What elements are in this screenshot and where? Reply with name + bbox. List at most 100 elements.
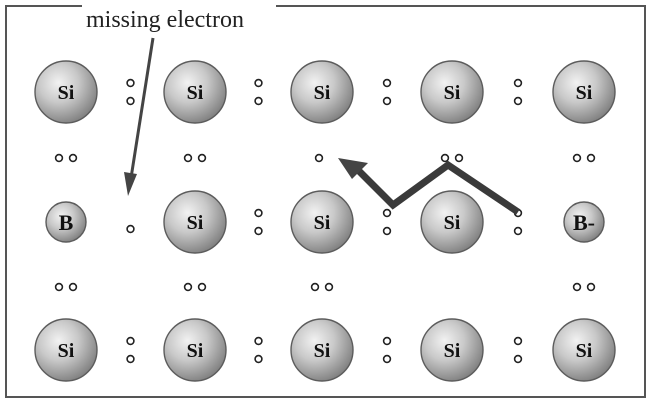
horizontal-bond [126,336,135,364]
electron-dot [382,354,392,364]
electron-dot [254,336,263,346]
electron-dot [126,96,135,106]
electron-dot [513,96,523,106]
atom-sphere [34,318,98,382]
atom-label: Si [58,82,75,104]
atom-sphere [34,60,98,124]
atom-sphere [552,60,616,124]
vertical-bond [314,153,324,163]
electron-dot [586,153,596,163]
silicon-atom: Si [163,318,227,382]
electron-dot [572,153,582,163]
atom-label: Si [314,340,331,362]
atom-label: Si [187,340,204,362]
electron-dot [68,153,78,163]
pointer-arrowhead-icon [124,172,137,196]
atom-label: Si [187,82,204,104]
silicon-atom: Si [34,60,98,124]
electron-dot [513,78,523,88]
electron-dot [197,282,207,292]
electron-dot [382,78,392,88]
silicon-atom: Si [420,60,484,124]
boron-atom: B [45,201,87,243]
vertical-bond [572,282,596,292]
electron-dot [68,282,78,292]
hole-motion-arrow [338,158,520,215]
silicon-atom: Si [552,318,616,382]
horizontal-bond [382,208,392,236]
silicon-atom: Si [552,60,616,124]
silicon-atom: Si [290,190,354,254]
horizontal-bond [382,78,392,106]
atom-label: B [59,210,74,235]
silicon-atom: Si [290,318,354,382]
electron-dot [454,153,464,163]
electron-dot [310,282,320,292]
electron-dot [126,336,135,346]
zigzag-arrowhead-icon [338,158,368,179]
electron-dot [254,226,263,236]
electron-dot [254,96,263,106]
silicon-atom: Si [290,60,354,124]
electron-dot [197,153,207,163]
atom-label: Si [576,340,593,362]
electron-dot [314,153,324,163]
atom-label: Si [444,340,461,362]
atom-sphere [163,190,227,254]
horizontal-bond [254,208,263,236]
electron-dot [254,208,263,218]
caption-missing-electron: missing electron [86,7,244,33]
horizontal-bond [382,336,392,364]
electron-dot [513,354,523,364]
vertical-bond [572,153,596,163]
electron-dot [586,282,596,292]
electron-dot [254,354,263,364]
horizontal-bond [254,336,263,364]
atom-label: Si [576,82,593,104]
missing-electron-pointer [124,37,155,196]
atom-sphere [163,318,227,382]
bond-electrons [54,78,596,364]
electron-dot [126,78,135,88]
vertical-bond [440,153,464,163]
electron-dot [183,282,193,292]
atom-sphere [290,318,354,382]
boron-atom: B- [563,201,605,243]
atom-sphere [552,318,616,382]
electron-dot [54,153,64,163]
atom-label: Si [314,212,331,234]
atom-sphere [420,318,484,382]
horizontal-bond [513,336,523,364]
atom-label: Si [314,82,331,104]
silicon-atom: Si [420,318,484,382]
electron-dot [382,208,392,218]
zigzag-arrow-icon [355,160,520,215]
electron-dot [324,282,334,292]
vertical-bond [183,282,207,292]
horizontal-bond [126,224,135,234]
atom-label: Si [444,82,461,104]
silicon-atom: Si [163,190,227,254]
atom-label: Si [444,212,461,234]
electron-dot [126,354,135,364]
atom-sphere [420,190,484,254]
silicon-atom: Si [34,318,98,382]
atom-sphere [290,190,354,254]
electron-dot [572,282,582,292]
electron-dot [382,226,392,236]
vertical-bond [54,282,78,292]
atom-sphere [563,201,605,243]
atom-sphere [163,60,227,124]
electron-dot [382,336,392,346]
caption-background [82,0,276,34]
electron-dot [126,224,135,234]
horizontal-bond [254,78,263,106]
atom-label: Si [58,340,75,362]
silicon-atom: Si [420,190,484,254]
horizontal-bond [126,78,135,106]
atom-label: Si [187,212,204,234]
electron-dot [54,282,64,292]
electron-dot [513,336,523,346]
